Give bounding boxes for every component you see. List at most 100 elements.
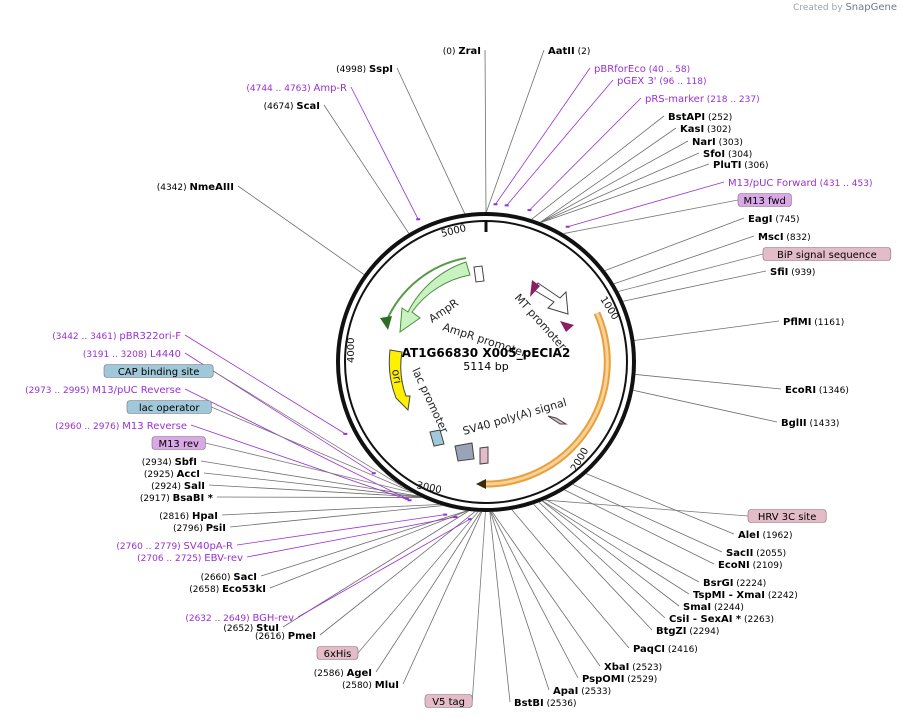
site-label-kasi[interactable]: KasI (302) (680, 124, 731, 135)
site-leader-zrai (484, 49, 487, 213)
site-label-aatii[interactable]: AatII (2) (548, 46, 590, 57)
primer-label-pgex-3[interactable]: pGEX 3' (96 .. 118) (617, 76, 707, 87)
feature-box-lac-operator[interactable] (126, 400, 212, 414)
primer-leader-m13-reverse (190, 424, 410, 501)
primer-label-m13-puc-forward[interactable]: M13/pUC Forward (431 .. 453) (728, 178, 872, 189)
primer-label-amp-r[interactable]: (4744 .. 4763) Amp-R (246, 83, 347, 94)
primer-label-prs-marker[interactable]: pRS-marker (218 .. 237) (645, 94, 760, 105)
site-label-alei[interactable]: AleI (1962) (738, 530, 792, 541)
feature-leader-bip-signal-sequence (618, 253, 764, 292)
site-leader-nmeaiii (237, 185, 365, 275)
snapgene-logo: SnapGene (845, 2, 897, 13)
feature-box-bip-signal-sequence[interactable] (762, 247, 892, 261)
site-label-sacii[interactable]: SacII (2055) (726, 548, 786, 559)
site-label-bstapi[interactable]: BstAPI (252) (668, 112, 732, 123)
site-label-saci[interactable]: (2660) SacI (201, 572, 257, 583)
feature-leader-lac-operator (211, 406, 409, 491)
feature-box-hrv-3c-site[interactable] (747, 509, 827, 523)
site-leader-mlui (402, 511, 483, 685)
site-label-hpai[interactable]: (2816) HpaI (159, 511, 218, 522)
site-label-pspomi[interactable]: PspOMI (2529) (582, 674, 657, 685)
site-label-acci[interactable]: (2925) AccI (144, 469, 200, 480)
feature-label-v5-tag: V5 tag (432, 697, 465, 708)
site-leader-sacii (572, 483, 723, 553)
site-label-sbfi[interactable]: (2934) SbfI (142, 457, 197, 468)
ori-feature (388, 349, 411, 412)
site-label-bsabi[interactable]: (2917) BsaBI * (140, 493, 214, 504)
site-leader-btgzi (533, 503, 653, 631)
site-label-sfoi[interactable]: SfoI (304) (703, 149, 752, 160)
feature-box-m13-fwd[interactable] (737, 193, 792, 207)
site-leader-nari (540, 140, 689, 223)
site-label-scai[interactable]: (4674) ScaI (264, 101, 320, 112)
primer-leader-amp-r (350, 86, 419, 220)
site-leader-econi (564, 489, 715, 565)
site-label-sali[interactable]: (2924) SalI (151, 481, 205, 492)
ampr-promoter-feature (473, 265, 485, 283)
site-label-mlui[interactable]: (2580) MluI (342, 680, 399, 691)
primer-label-l4440[interactable]: (3191 .. 3208) L4440 (83, 349, 181, 360)
site-label-xbai[interactable]: XbaI (2523) (604, 662, 662, 673)
site-label-nmeaiii[interactable]: (4342) NmeAIII (157, 182, 234, 193)
site-label-sfii[interactable]: SfiI (939) (770, 267, 815, 278)
site-leader-sspi (396, 67, 466, 214)
site-label-tspmi-xmai[interactable]: TspMI - XmaI (2242) (693, 590, 798, 601)
primer-label-m13-reverse[interactable]: (2960 .. 2976) M13 Reverse (55, 421, 187, 432)
feature-box-cap-binding-site[interactable] (103, 364, 214, 378)
site-label-zrai[interactable]: (0) ZraI (443, 46, 481, 57)
site-label-sspi[interactable]: (4998) SspI (336, 64, 393, 75)
primer-label-m13-puc-reverse[interactable]: (2973 .. 2995) M13/pUC Reverse (25, 385, 181, 396)
feature-label-lac-operator: lac operator (139, 403, 200, 414)
site-label-eagi[interactable]: EagI (745) (748, 214, 800, 225)
primer-label-pbr322ori-f[interactable]: (3442 .. 3461) pBR322ori-F (52, 331, 181, 342)
feature-box-m13-rev[interactable] (151, 436, 206, 450)
site-label-smai[interactable]: SmaI (2244) (683, 602, 744, 613)
feature-box-6xhis[interactable] (316, 646, 359, 660)
site-label-csii-sexai[interactable]: CsiI - SexAI * (2263) (669, 614, 774, 625)
site-label-btgzi[interactable]: BtgZI (2294) (656, 626, 719, 637)
primer-leader-prs-marker (529, 97, 642, 211)
feature-label-hrv-3c-site: HRV 3C site (758, 512, 817, 523)
site-label-paqci[interactable]: PaqCI (2416) (633, 644, 698, 655)
site-label-bsrgi[interactable]: BsrGI (2224) (703, 578, 766, 589)
site-leader-bstapi (531, 115, 665, 220)
site-label-msci[interactable]: MscI (832) (758, 232, 811, 243)
site-leader-pluti (540, 163, 710, 223)
primer-label-ebv-rev[interactable]: (2706 .. 2725) EBV-rev (137, 553, 243, 564)
lac-promoter-small (429, 429, 445, 447)
site-label-pflmi[interactable]: PflMI (1161) (783, 317, 844, 328)
site-label-psii[interactable]: (2796) PsiI (173, 523, 226, 534)
site-label-eco53ki[interactable]: (2658) Eco53kI (189, 584, 266, 595)
site-leader-csii-sexai (538, 502, 666, 619)
site-label-bstbi[interactable]: BstBI (2536) (514, 698, 577, 709)
site-leader-sali (208, 484, 421, 498)
site-leader-paqci (511, 509, 630, 649)
site-leader-bglii (633, 389, 778, 423)
primer-label-bgh-rev[interactable]: (2632 .. 2649) BGH-rev (185, 613, 294, 624)
primer-label-pbrforeco[interactable]: pBRforEco (40 .. 58) (594, 64, 690, 75)
site-leader-psii (229, 505, 443, 528)
feature-box-v5-tag[interactable] (424, 694, 473, 708)
mt-small-feature-2 (560, 321, 574, 332)
site-label-nari[interactable]: NarI (303) (692, 137, 743, 148)
primer-leader-bgh-rev (297, 518, 471, 618)
site-label-apai[interactable]: ApaI (2533) (553, 686, 611, 697)
primer-label-sv40pa-r[interactable]: (2760 .. 2779) SV40pA-R (116, 541, 233, 552)
ampr-feature (399, 261, 471, 334)
site-label-ecori[interactable]: EcoRI (1346) (785, 385, 849, 396)
site-label-pmei[interactable]: (2616) PmeI (255, 631, 316, 642)
site-label-agei[interactable]: (2586) AgeI (314, 668, 372, 679)
site-label-econi[interactable]: EcoNI (2109) (718, 560, 783, 571)
feature-label-m13-rev: M13 rev (158, 439, 199, 450)
feature-leader-hrv-3c-site (544, 499, 749, 517)
site-label-pluti[interactable]: PluTI (306) (713, 160, 768, 171)
site-leader-eagi (604, 217, 745, 271)
site-leader-eco53ki (269, 510, 468, 589)
tick-label-5000: 5000 (440, 223, 467, 240)
site-leader-ecori (635, 374, 782, 390)
site-leader-xbai (491, 511, 601, 667)
site-label-stui[interactable]: (2652) StuI (223, 623, 279, 634)
site-label-bglii[interactable]: BglII (1433) (781, 418, 839, 429)
sv40-small-pink (547, 415, 568, 425)
site-leader-smai (542, 500, 680, 607)
